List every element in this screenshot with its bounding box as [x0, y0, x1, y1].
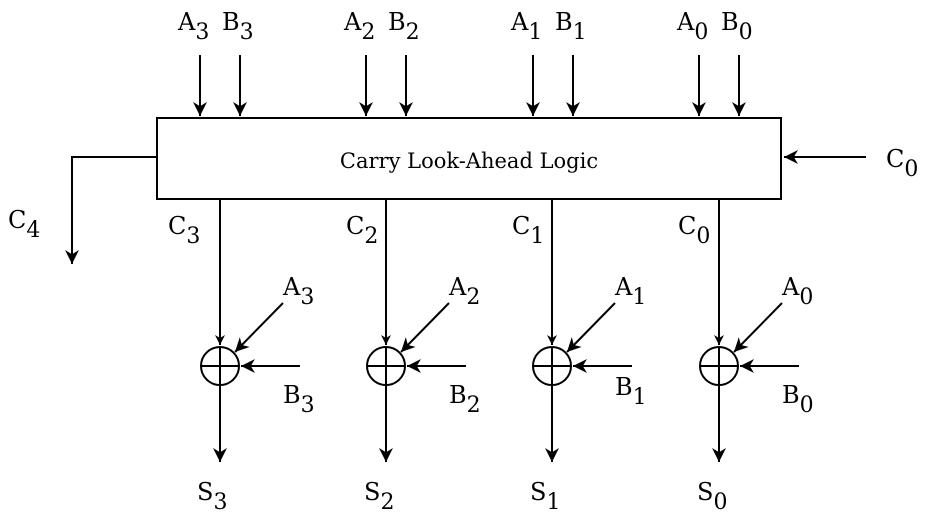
xor-a-arrow-1 — [566, 302, 616, 353]
carry-out-label: C4 — [8, 206, 40, 243]
xor-b-label-3: B3 — [283, 381, 315, 418]
xor-a-label-3: A3 — [282, 273, 314, 310]
carry-label-c0: C0 — [678, 212, 710, 249]
carry-label-c2: C2 — [346, 212, 378, 249]
xor-a-arrow-0 — [733, 302, 783, 353]
carry-lookahead-block: Carry Look-Ahead Logic — [156, 117, 782, 200]
sum-stage-3: C3 A3 B3 S3 — [168, 199, 315, 515]
input-label-a2: A2 — [343, 8, 375, 45]
logic-block-box — [156, 117, 782, 200]
xor-a-label-1: A1 — [614, 273, 646, 310]
sum-label-s3: S3 — [197, 478, 227, 515]
xor-b-label-2: B2 — [449, 381, 481, 418]
sum-stage-1: C1 A1 B1 S1 — [512, 199, 647, 515]
input-label-b0: B0 — [721, 8, 753, 45]
input-label-a3: A3 — [177, 8, 209, 45]
sum-stage-0: C0 A0 B0 S0 — [678, 199, 814, 515]
xor-a-label-2: A2 — [448, 273, 480, 310]
input-label-b2: B2 — [388, 8, 420, 45]
logic-block-title: Carry Look-Ahead Logic — [340, 149, 598, 173]
xor-a-arrow-2 — [400, 302, 450, 353]
top-input-labels: A3 B3 A2 B2 A1 B1 A0 B0 — [177, 8, 753, 45]
input-label-b3: B3 — [222, 8, 254, 45]
sum-label-s0: S0 — [697, 478, 727, 515]
xor-a-label-0: A0 — [781, 273, 813, 310]
input-label-b1: B1 — [555, 8, 587, 45]
xor-b-label-1: B1 — [615, 373, 647, 410]
carry-in: C0 — [784, 145, 918, 182]
carry-label-c1: C1 — [512, 212, 544, 249]
sum-label-s1: S1 — [530, 478, 560, 515]
sum-stage-2: C2 A2 B2 S2 — [346, 199, 481, 515]
top-input-arrows — [193, 55, 746, 116]
input-label-a0: A0 — [676, 8, 708, 45]
xor-a-arrow-3 — [234, 302, 284, 353]
sum-label-s2: S2 — [364, 478, 394, 515]
carry-label-c3: C3 — [168, 212, 200, 249]
carry-out-arrow — [65, 156, 157, 264]
carry-out: C4 — [8, 156, 157, 264]
input-label-a1: A1 — [510, 8, 542, 45]
xor-b-label-0: B0 — [782, 381, 814, 418]
carry-in-label: C0 — [886, 145, 918, 182]
